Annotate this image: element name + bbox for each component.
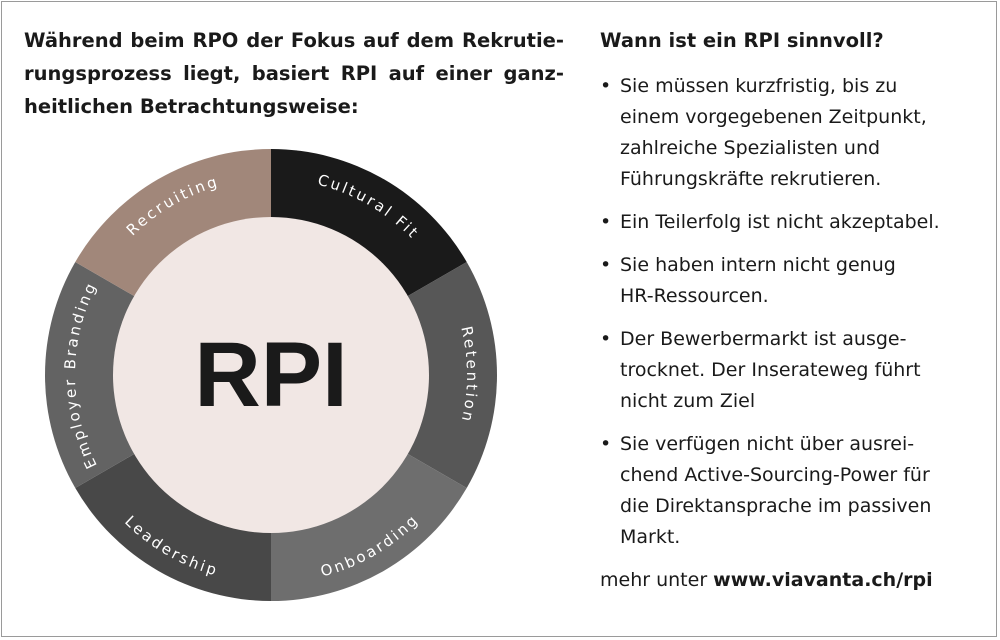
more-info-prefix: mehr unter [600,569,714,591]
list-item-line: Sie müssen kurzfristig, bis zu [620,75,898,97]
list-item-line: trocknet. Der Inserateweg führt [620,359,921,381]
more-info-link[interactable]: www.viavanta.ch/rpi [713,569,933,591]
list-item-line: einem vorgegebenen Zeitpunkt, [620,106,927,128]
list-item: • Ein Teilerfolg ist nicht akzeptabel. [600,207,975,238]
wheel-segment-label: Retention [457,325,481,426]
wheel-center-disc [113,217,429,533]
criteria-title: Wann ist ein RPI sinnvoll? [600,29,884,52]
bullet-glyph: • [600,254,612,276]
list-item-line: die Direktansprache im passiven [620,495,932,517]
list-item-line: Sie verfügen nicht über ausrei- [620,433,915,455]
list-item-line: Markt. [620,526,681,548]
list-item-line: Der Bewerbermarkt ist ausge- [620,328,907,350]
bullet-glyph: • [600,75,612,97]
list-item-line: chend Active-Sourcing-Power für [620,464,930,486]
more-info-line: mehr unter www.viavanta.ch/rpi [600,565,975,596]
list-item-line: Führungskräfte rekrutieren. [620,168,882,190]
wheel-segment-label-text: Retention [457,325,478,426]
list-item-line: HR-Ressourcen. [620,285,769,307]
intro-heading-line: heitlichen Betrachtungsweise: [24,95,359,118]
intro-heading: Während beim RPO der Fokus auf dem Rekru… [24,24,564,123]
list-item-line: zahlreiche Spezialisten und [620,137,881,159]
bullet-glyph: • [600,211,612,233]
list-item: • Sie haben intern nicht genug HR-Ressou… [600,250,975,312]
bullet-glyph: • [600,328,612,350]
list-item-line: Ein Teilerfolg ist nicht akzeptabel. [620,211,940,233]
list-item-line: nicht zum Ziel [620,390,756,412]
intro-heading-line: Während beim RPO der Fokus auf dem Rekru… [24,29,564,52]
wheel-center-label: RPI [194,324,347,426]
rpi-wheel-diagram: Cultural FitRetentionOnboardingLeadershi… [45,149,497,601]
criteria-panel: Wann ist ein RPI sinnvoll? • Sie müssen … [600,24,975,596]
intro-heading-line: rungsprozess liegt, basiert RPI auf eine… [24,62,564,85]
list-item: • Der Bewerbermarkt ist ausge- trocknet.… [600,324,975,417]
bullet-glyph: • [600,433,612,455]
list-item-line: Sie haben intern nicht genug [620,254,896,276]
list-item: • Sie müssen kurzfristig, bis zu einem v… [600,71,975,195]
criteria-list: • Sie müssen kurzfristig, bis zu einem v… [600,71,975,553]
list-item: • Sie verfügen nicht über ausrei- chend … [600,429,975,553]
